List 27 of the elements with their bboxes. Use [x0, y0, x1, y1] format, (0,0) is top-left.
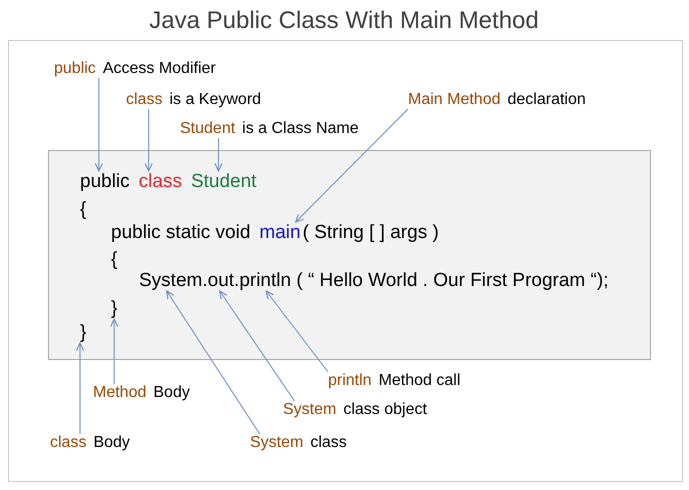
annotation-label: System class — [250, 434, 347, 452]
leader-arrow — [214, 138, 223, 172]
code-line: } — [80, 322, 86, 343]
annotation-label: println Method call — [328, 372, 460, 390]
code-line: { — [111, 249, 118, 270]
leader-arrow — [266, 290, 328, 372]
code-line: } — [111, 298, 118, 319]
leader-arrow — [295, 108, 408, 223]
leader-arrow — [166, 290, 260, 434]
leader-arrow — [76, 342, 84, 434]
code-line: { — [80, 199, 86, 220]
annotation-label: public Access Modifier — [54, 60, 216, 78]
annotation-label: Student is a Class Name — [180, 120, 359, 138]
leader-arrow — [110, 318, 118, 384]
code-panel — [48, 150, 651, 360]
annotation-label: Main Method declaration — [408, 91, 586, 109]
code-line: public class Student — [80, 171, 256, 192]
diagram-title: Java Public Class With Main Method — [149, 7, 539, 35]
annotation-label: class is a Keyword — [126, 91, 262, 109]
annotation-label: System class object — [283, 401, 427, 419]
annotation-label: Method Body — [93, 384, 190, 402]
leader-arrow — [219, 290, 296, 402]
leader-arrow — [144, 108, 153, 172]
code-line: public static void main( String [ ] args ) — [111, 222, 439, 243]
annotation-label: class Body — [50, 434, 130, 452]
leader-arrow — [94, 78, 103, 172]
code-line: System.out.println ( “ Hello World . Our First Program “); — [139, 270, 608, 291]
